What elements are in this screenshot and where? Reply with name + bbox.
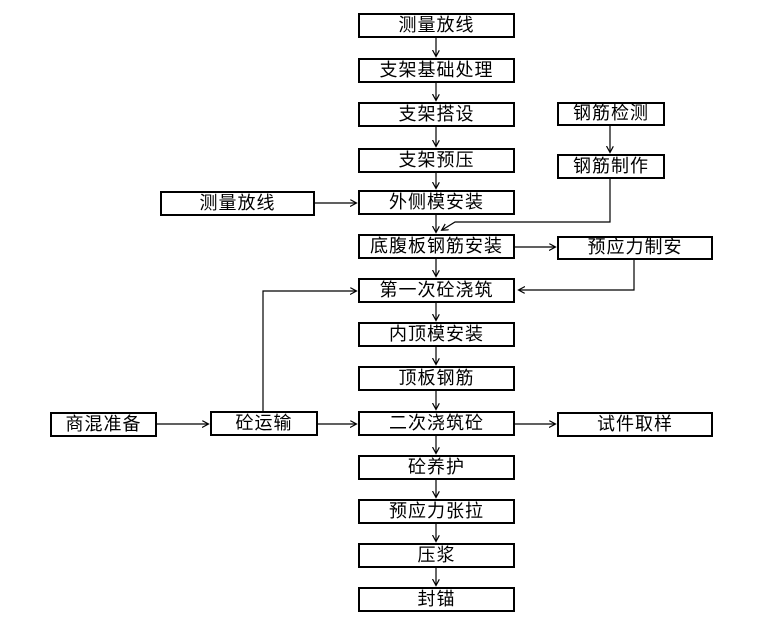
node-grouting: 压浆 xyxy=(358,543,515,568)
node-outer-form: 外侧模安装 xyxy=(358,190,515,215)
node-curing: 砼养护 xyxy=(358,455,515,480)
node-second-pour: 二次浇筑砼 xyxy=(358,411,515,436)
edge-prestress-firstpour xyxy=(519,260,635,290)
node-preload: 支架预压 xyxy=(358,148,515,173)
node-foundation: 支架基础处理 xyxy=(358,58,515,83)
node-first-pour: 第一次砼浇筑 xyxy=(358,278,515,303)
node-anchor-seal: 封锚 xyxy=(358,587,515,612)
node-tension: 预应力张拉 xyxy=(358,499,515,524)
node-erection: 支架搭设 xyxy=(358,102,515,127)
node-top-slab-rebar: 顶板钢筋 xyxy=(358,366,515,391)
node-rebar-test: 钢筋检测 xyxy=(557,102,665,126)
edge-transport-firstpour xyxy=(262,291,356,411)
node-concrete-prep: 商混准备 xyxy=(50,412,157,437)
node-inner-top-form: 内顶模安装 xyxy=(358,322,515,347)
node-bottom-web-rebar: 底腹板钢筋安装 xyxy=(358,234,515,259)
node-specimen: 试件取样 xyxy=(557,412,713,437)
node-survey-top: 测量放线 xyxy=(358,13,515,38)
node-prestress-fab: 预应力制安 xyxy=(557,236,713,260)
node-rebar-fab: 钢筋制作 xyxy=(557,154,665,179)
node-concrete-transport: 砼运输 xyxy=(210,411,318,436)
node-survey-left: 测量放线 xyxy=(160,191,315,216)
